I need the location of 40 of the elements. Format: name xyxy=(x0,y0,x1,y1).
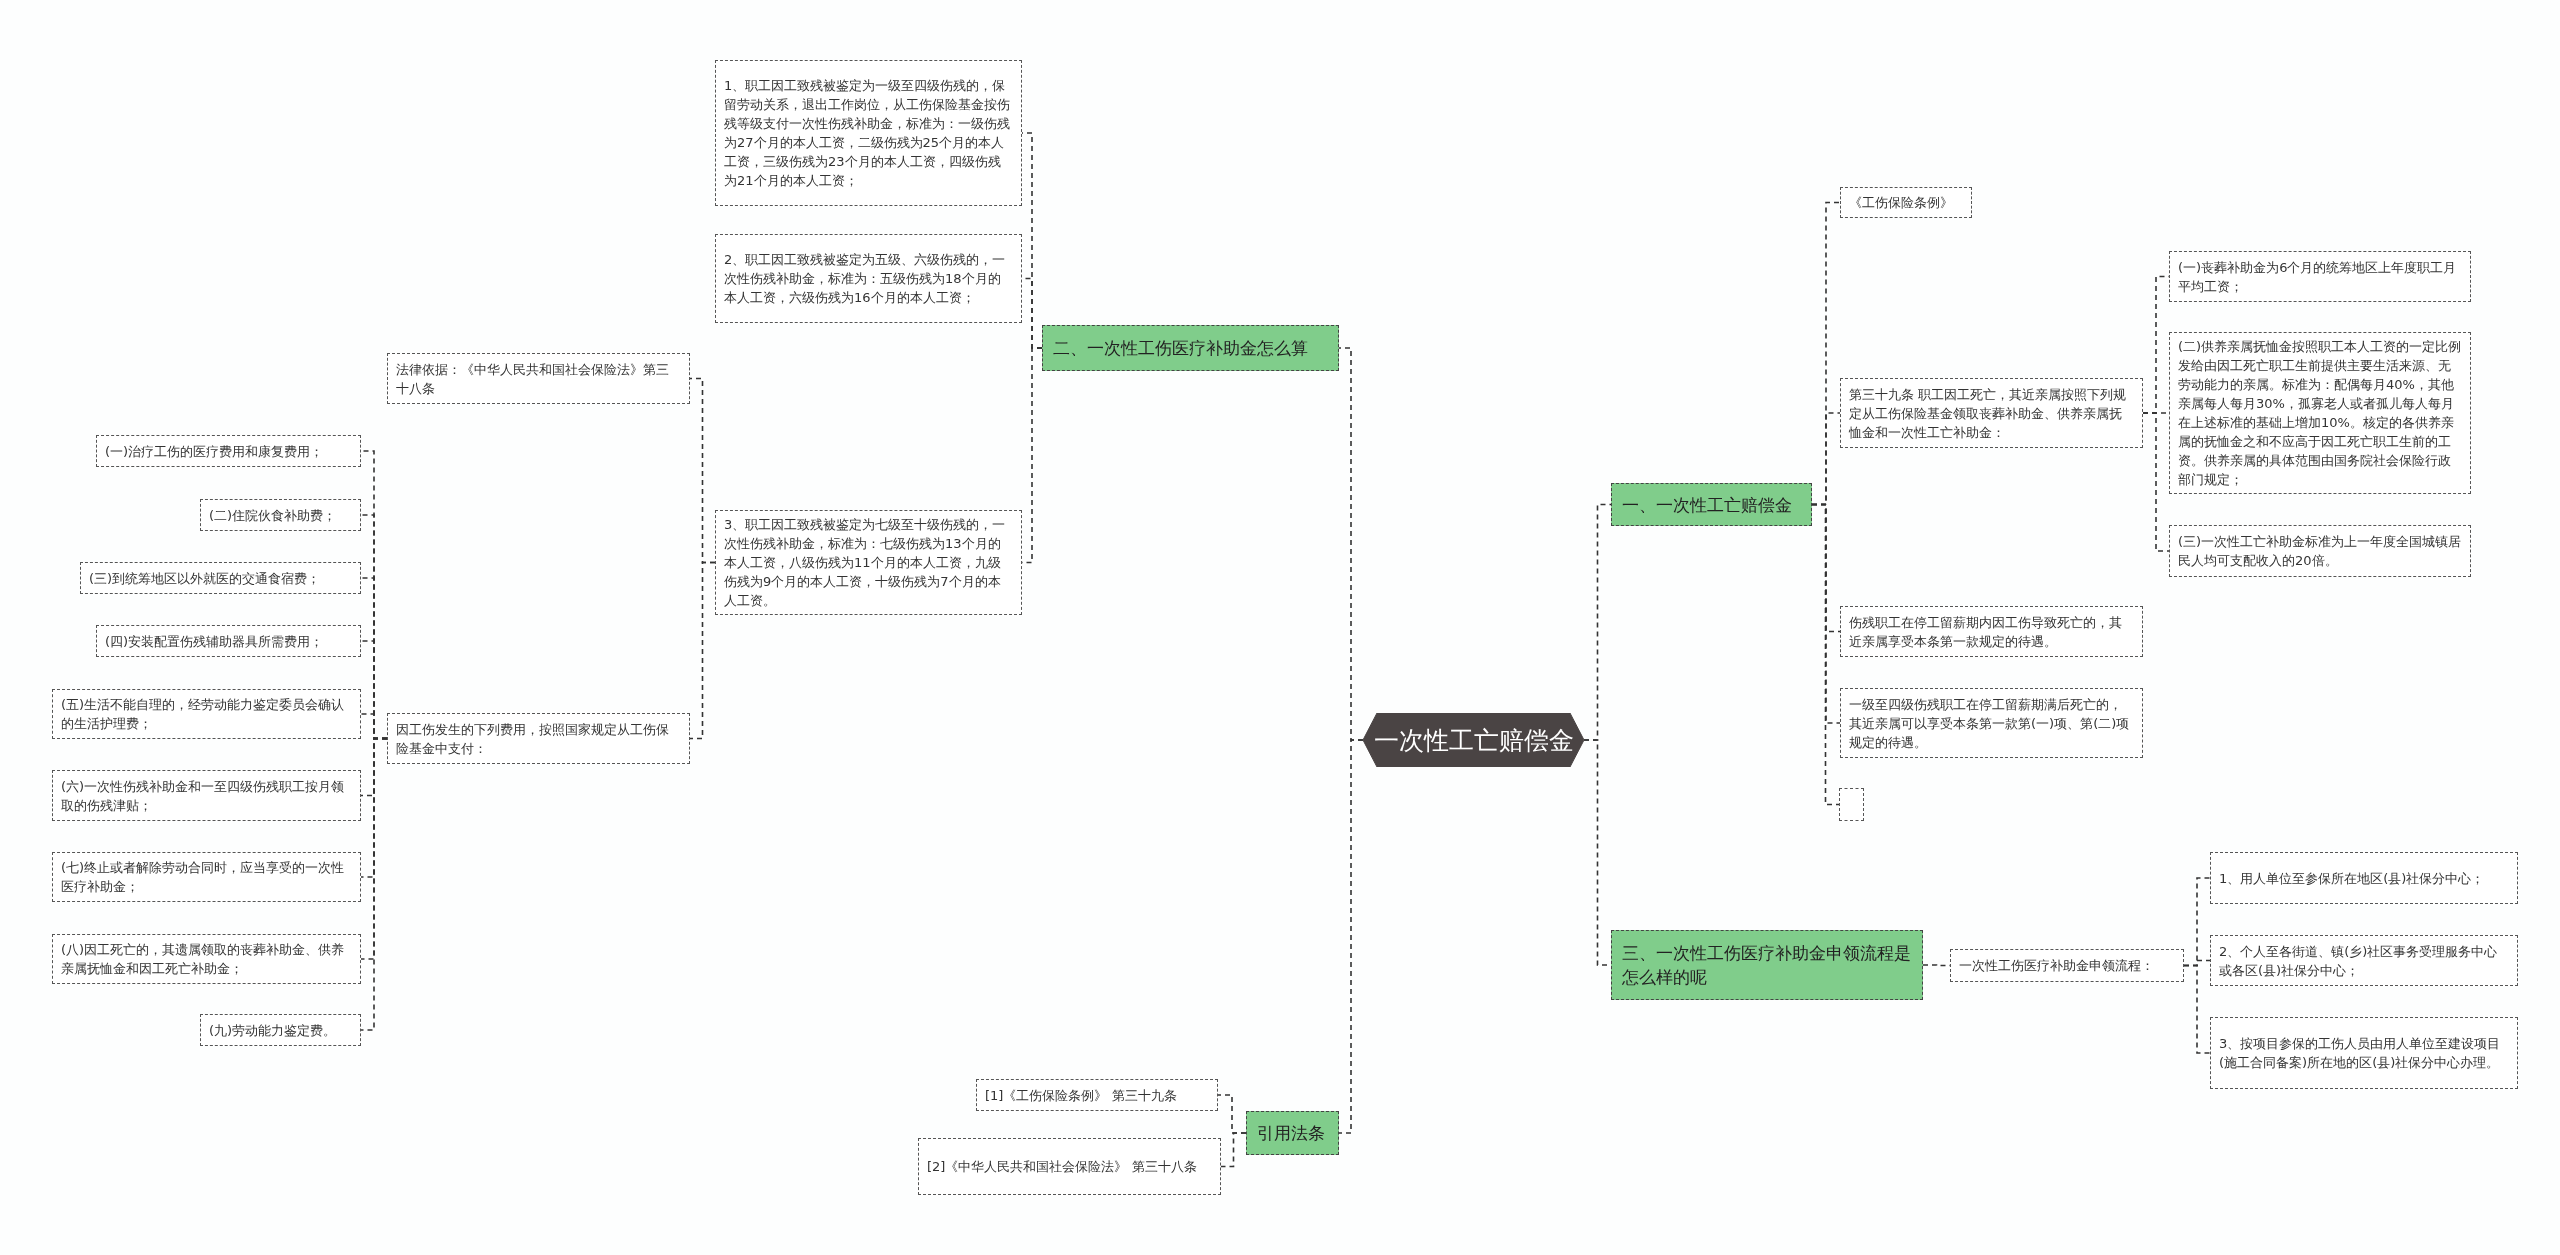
note-box: 伤残职工在停工留薪期内因工伤导致死亡的，其近亲属享受本条第一款规定的待遇。 xyxy=(1840,606,2143,657)
note-box: (三)一次性工亡补助金标准为上一年度全国城镇居民人均可支配收入的20倍。 xyxy=(2169,525,2471,577)
note-box: (六)一次性伤残补助金和一至四级伤残职工按月领取的伤残津贴； xyxy=(52,770,361,821)
central-topic: 一次性工亡赔偿金 xyxy=(1363,713,1584,767)
note-box: 一级至四级伤残职工在停工留薪期满后死亡的，其近亲属可以享受本条第一款第(一)项、第(二)项规定的待遇。 xyxy=(1840,688,2143,758)
branch-topic: 一、一次性工亡赔偿金 xyxy=(1611,483,1812,526)
connector-line xyxy=(1811,503,1840,806)
note-box: (八)因工死亡的，其遗属领取的丧葬补助金、供养亲属抚恤金和因工死亡补助金； xyxy=(52,934,361,984)
note-box: 法律依据：《中华人民共和国社会保险法》第三十八条 xyxy=(387,353,690,404)
connector-line xyxy=(2142,412,2170,552)
connector-line xyxy=(1338,739,1364,1134)
note-box: (七)终止或者解除劳动合同时，应当享受的一次性医疗补助金； xyxy=(52,852,361,902)
note-box: (九)劳动能力鉴定费。 xyxy=(200,1014,361,1046)
note-box: (一)治疗工伤的医疗费用和康复费用； xyxy=(96,435,361,467)
branch-topic: 二、一次性工伤医疗补助金怎么算 xyxy=(1042,325,1339,371)
empty-box xyxy=(1839,788,1864,821)
note-box: [2]《中华人民共和国社会保险法》 第三十八条 xyxy=(918,1138,1221,1195)
branch-topic: 三、一次性工伤医疗补助金申领流程是怎么样的呢 xyxy=(1611,930,1923,1000)
note-box: 2、职工因工致残被鉴定为五级、六级伤残的，一次性伤残补助金，标准为：五级伤残为18个月的本人工资，六级伤残为16个月的本人工资； xyxy=(715,234,1022,323)
note-box: 3、职工因工致残被鉴定为七级至十级伤残的，一次性伤残补助金，标准为：七级伤残为13个月的本人工资，八级伤残为11个月的本人工资，九级伤残为9个月的本人工资，十级伤残为7个月的本人工资。 xyxy=(715,510,1022,615)
connector-line xyxy=(2183,964,2211,1054)
note-box: (二)住院伙食补助费； xyxy=(200,499,361,531)
note-box: 2、个人至各街道、镇(乡)社区事务受理服务中心或各区(县)社保分中心； xyxy=(2210,935,2518,986)
connector-line xyxy=(1220,1132,1247,1168)
note-box: 第三十九条 职工因工死亡，其近亲属按照下列规定从工伤保险基金领取丧葬补助金、供养亲属抚恤金和一次性工亡补助金： xyxy=(1840,378,2143,448)
note-box: (五)生活不能自理的，经劳动能力鉴定委员会确认的生活护理费； xyxy=(52,689,361,739)
note-box: 一次性工伤医疗补助金申领流程： xyxy=(1950,949,2184,982)
note-box: [1]《工伤保险条例》 第三十九条 xyxy=(976,1079,1218,1111)
branch-topic: 引用法条 xyxy=(1246,1111,1339,1155)
note-box: 1、职工因工致残被鉴定为一级至四级伤残的，保留劳动关系，退出工作岗位，从工伤保险基金按伤残等级支付一次性伤残补助金，标准为：一级伤残为27个月的本人工资，二级伤残为25个月的本人工资，三级伤残为23个月的本人工资，四级伤残为21个月的本人工资； xyxy=(715,60,1022,206)
note-box: (二)供养亲属抚恤金按照职工本人工资的一定比例发给由因工死亡职工生前提供主要生活来源、无劳动能力的亲属。标准为：配偶每月40%，其他亲属每人每月30%，孤寡老人或者孤儿每人每月在上述标准的基础上增加10%。核定的各供养亲属的抚恤金之和不应高于因工死亡职工生前的工资。供养亲属的具体范围由国务院社会保险行政部门规定； xyxy=(2169,332,2471,494)
note-box: 因工伤发生的下列费用，按照国家规定从工伤保险基金中支付： xyxy=(387,713,690,764)
connector-line xyxy=(360,737,388,1031)
note-box: (一)丧葬补助金为6个月的统筹地区上年度职工月平均工资； xyxy=(2169,251,2471,302)
note-box: (四)安装配置伤残辅助器具所需费用； xyxy=(96,625,361,657)
note-box: (三)到统筹地区以外就医的交通食宿费； xyxy=(80,562,361,594)
note-box: 《工伤保险条例》 xyxy=(1840,187,1972,218)
connector-line xyxy=(689,561,716,740)
note-box: 1、用人单位至参保所在地区(县)社保分中心； xyxy=(2210,852,2518,904)
note-box: 3、按项目参保的工伤人员由用人单位至建设项目(施工合同备案)所在地的区(县)社保分中心办理。 xyxy=(2210,1017,2518,1089)
